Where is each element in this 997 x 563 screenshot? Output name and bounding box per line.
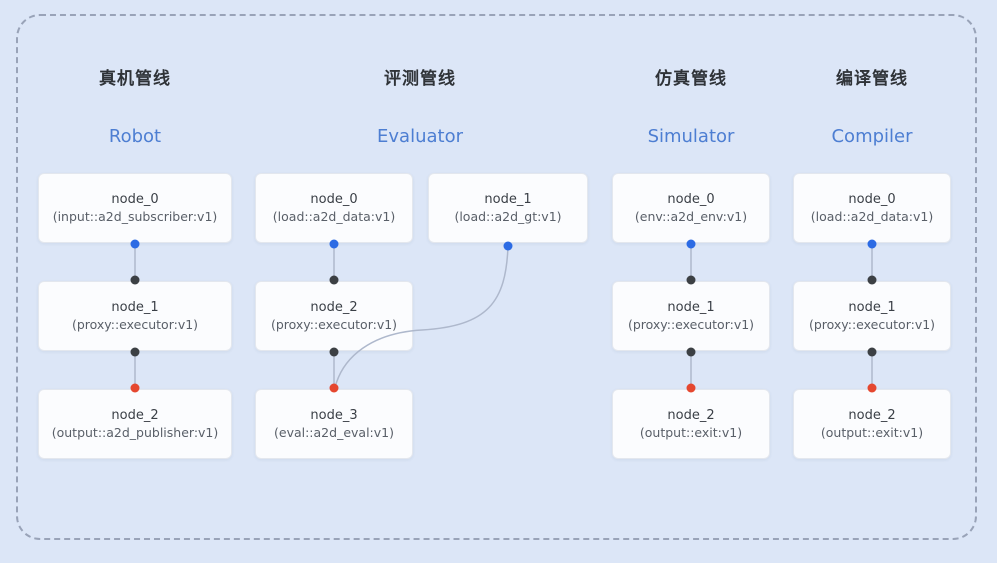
node-card-simulator-node0[interactable]: node_0 (env::a2d_env:v1) — [612, 173, 770, 243]
node-name: node_3 — [310, 407, 358, 423]
node-card-compiler-node0[interactable]: node_0 (load::a2d_data:v1) — [793, 173, 951, 243]
node-type: (proxy::executor:v1) — [627, 316, 755, 332]
dashed-frame — [16, 14, 977, 540]
node-type: (load::a2d_data:v1) — [272, 208, 396, 224]
node-card-evaluator-node0[interactable]: node_0 (load::a2d_data:v1) — [255, 173, 413, 243]
node-card-simulator-node2[interactable]: node_2 (output::exit:v1) — [612, 389, 770, 459]
pipeline-title-cn-evaluator: 评测管线 — [384, 69, 456, 89]
node-card-robot-node2[interactable]: node_2 (output::a2d_publisher:v1) — [38, 389, 232, 459]
node-name: node_2 — [667, 407, 715, 423]
node-type: (input::a2d_subscriber:v1) — [52, 208, 218, 224]
node-card-evaluator-node2[interactable]: node_2 (proxy::executor:v1) — [255, 281, 413, 351]
node-name: node_1 — [848, 299, 896, 315]
pipeline-title-cn-robot: 真机管线 — [99, 69, 171, 89]
node-card-compiler-node2[interactable]: node_2 (output::exit:v1) — [793, 389, 951, 459]
node-name: node_1 — [667, 299, 715, 315]
node-card-evaluator-node1[interactable]: node_1 (load::a2d_gt:v1) — [428, 173, 588, 243]
node-card-robot-node1[interactable]: node_1 (proxy::executor:v1) — [38, 281, 232, 351]
node-type: (proxy::executor:v1) — [808, 316, 936, 332]
pipeline-subtitle-evaluator: Evaluator — [377, 126, 463, 147]
pipeline-title-cn-compiler: 编译管线 — [836, 69, 908, 89]
node-card-compiler-node1[interactable]: node_1 (proxy::executor:v1) — [793, 281, 951, 351]
node-name: node_0 — [667, 191, 715, 207]
node-type: (env::a2d_env:v1) — [634, 208, 748, 224]
node-name: node_0 — [848, 191, 896, 207]
node-name: node_2 — [848, 407, 896, 423]
node-card-evaluator-node3[interactable]: node_3 (eval::a2d_eval:v1) — [255, 389, 413, 459]
pipeline-subtitle-compiler: Compiler — [831, 126, 913, 147]
node-card-simulator-node1[interactable]: node_1 (proxy::executor:v1) — [612, 281, 770, 351]
node-name: node_2 — [111, 407, 159, 423]
node-name: node_2 — [310, 299, 358, 315]
node-card-robot-node0[interactable]: node_0 (input::a2d_subscriber:v1) — [38, 173, 232, 243]
node-type: (eval::a2d_eval:v1) — [274, 424, 394, 440]
node-type: (load::a2d_data:v1) — [810, 208, 934, 224]
node-name: node_0 — [111, 191, 159, 207]
node-type: (output::exit:v1) — [820, 424, 924, 440]
node-name: node_1 — [484, 191, 532, 207]
node-type: (load::a2d_gt:v1) — [454, 208, 562, 224]
node-type: (proxy::executor:v1) — [71, 316, 199, 332]
pipeline-subtitle-robot: Robot — [108, 126, 162, 147]
node-name: node_0 — [310, 191, 358, 207]
pipeline-title-cn-simulator: 仿真管线 — [655, 69, 727, 89]
node-type: (output::exit:v1) — [639, 424, 743, 440]
pipeline-subtitle-simulator: Simulator — [647, 126, 735, 147]
node-type: (output::a2d_publisher:v1) — [51, 424, 219, 440]
node-name: node_1 — [111, 299, 159, 315]
node-type: (proxy::executor:v1) — [270, 316, 398, 332]
